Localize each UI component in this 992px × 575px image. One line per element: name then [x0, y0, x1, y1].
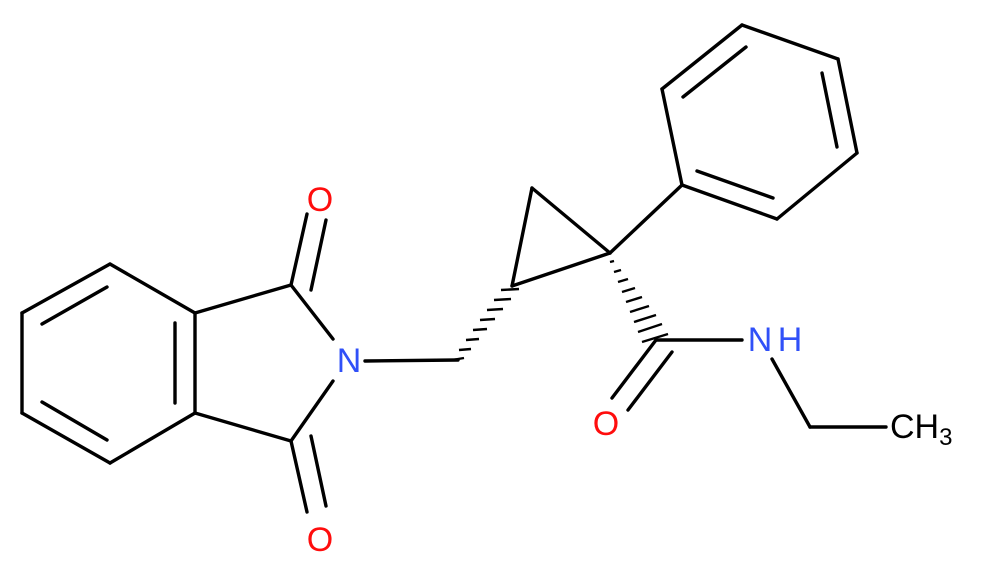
methyl-ch: CH: [890, 408, 939, 446]
atom-methyl: CH3: [890, 408, 952, 451]
hashed-wedge-carboxamide: [609, 259, 669, 344]
atom-h-amide: H: [778, 321, 803, 359]
cyclopropane-ring: [510, 186, 612, 288]
imide-ring: [193, 283, 335, 443]
n-ch2-bond: [363, 358, 460, 363]
amide-carbonyl: [610, 338, 674, 412]
cyclopropane-phenyl-bond: [608, 183, 684, 255]
phenyl-ring: [660, 23, 859, 221]
atom-o-amide: O: [593, 405, 619, 443]
atom-n-imide: N: [337, 342, 362, 380]
atom-o-top: O: [307, 181, 333, 219]
hashed-wedge-ch2: [451, 287, 520, 362]
n-ethyl-bond: [770, 357, 812, 429]
atom-o-bottom: O: [307, 521, 333, 559]
imide-carbonyl-top: [289, 212, 328, 292]
isoindoline-benzene-ring: [20, 262, 197, 465]
atom-n-amide: N: [748, 321, 773, 359]
imide-carbonyl-bottom: [289, 434, 328, 514]
methyl-subscript: 3: [939, 424, 952, 451]
